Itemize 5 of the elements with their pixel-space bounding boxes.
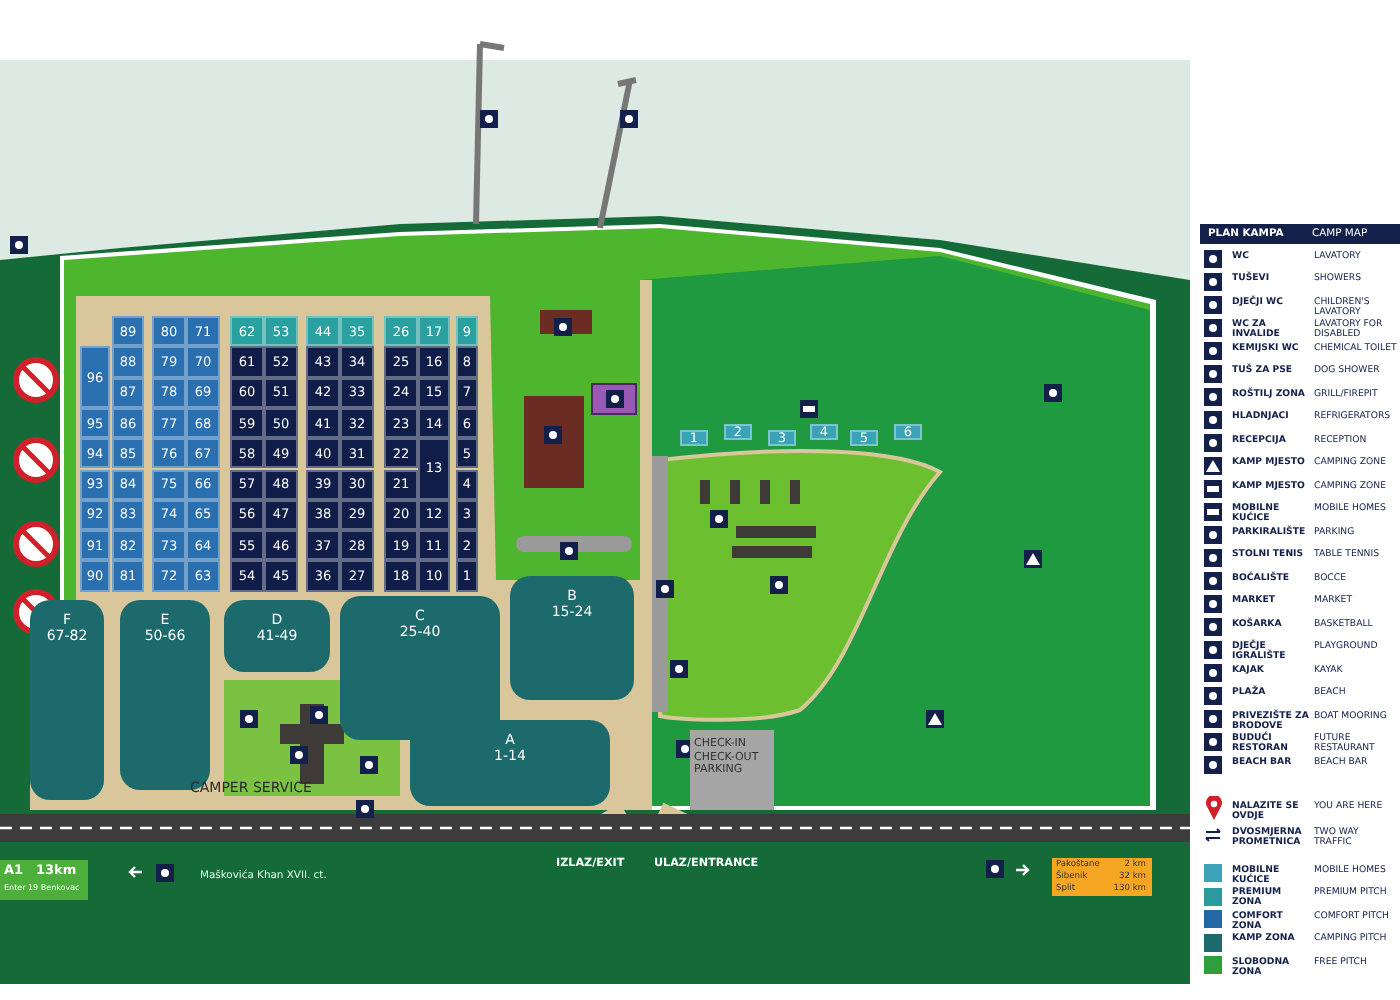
- camping-zone: [340, 596, 500, 740]
- camping-zone: [30, 600, 104, 800]
- camping-zone: [224, 600, 330, 672]
- camping-zone: [510, 576, 634, 700]
- camping-zone: [410, 720, 610, 806]
